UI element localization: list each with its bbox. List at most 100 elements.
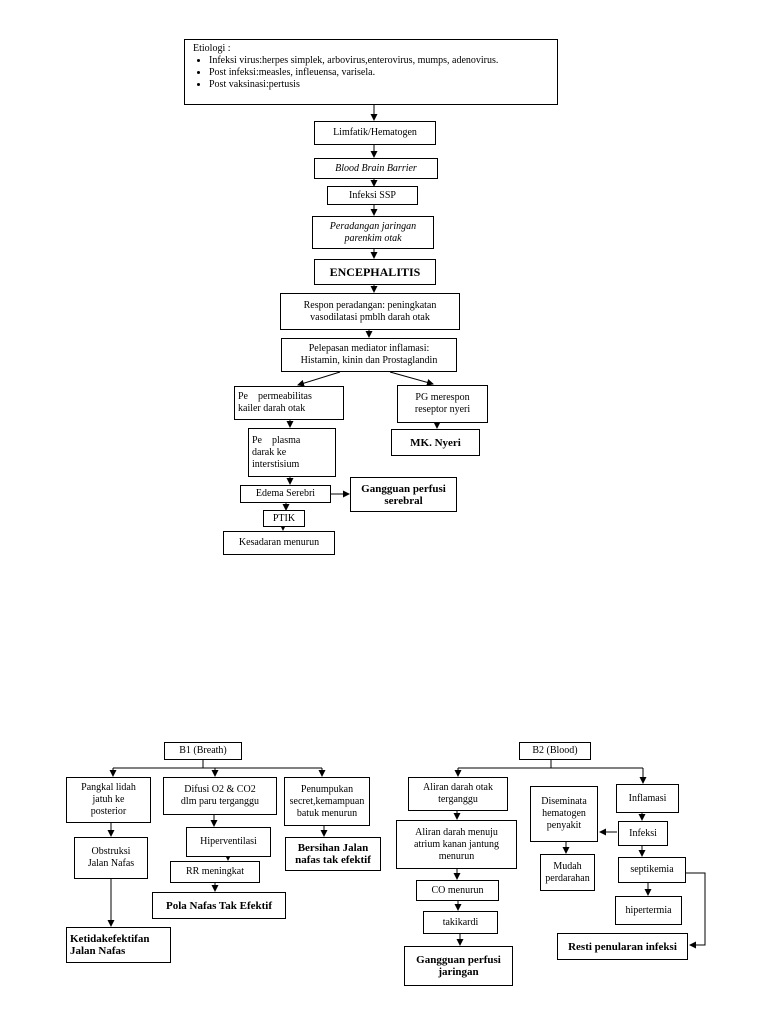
mk-nyeri-box: MK. Nyeri	[391, 429, 480, 456]
difusi-line-1: Difusi O2 & CO2	[184, 784, 256, 795]
mk-nyeri-label: MK. Nyeri	[410, 436, 461, 449]
plasma-line-1: Pe plasma	[252, 434, 301, 446]
aliran-darah-otak-box: Aliran darah otak terganggu	[408, 777, 508, 811]
diseminata-line-2: hematogen	[542, 808, 586, 819]
bersihan-line-1: Bersihan Jalan	[297, 842, 369, 854]
etiologi-item: Post infeksi:measles, infleuensa, varise…	[209, 67, 549, 79]
b2-blood-header: B2 (Blood)	[519, 742, 591, 760]
plasma-line-3: interstisium	[252, 458, 300, 470]
respon-peradangan-box: Respon peradangan: peningkatan vasodilat…	[280, 293, 460, 330]
pg-merespon-box: PG merespon reseptor nyeri	[397, 385, 488, 423]
b1-header-label: B1 (Breath)	[179, 745, 227, 756]
blood-brain-barrier-box: Blood Brain Barrier	[314, 158, 438, 179]
takikardi-label: takikardi	[442, 916, 479, 928]
b2-header-label: B2 (Blood)	[532, 745, 578, 756]
obstruksi-jalan-nafas-box: Obstruksi Jalan Nafas	[74, 837, 148, 879]
encephalitis-box: ENCEPHALITIS	[314, 259, 436, 285]
edema-serebri-label: Edema Serebri	[255, 488, 316, 499]
diseminata-line-1: Diseminata	[541, 796, 587, 807]
ketidak-line-2: Jalan Nafas	[70, 945, 126, 957]
co-menurun-label: CO menurun	[431, 884, 484, 896]
pangkal-line-2: jatuh ke	[92, 794, 125, 805]
aliran-atrium-line-2: atrium kanan jantung	[414, 838, 499, 850]
respon-line-2: vasodilatasi pmblh darah otak	[310, 311, 430, 323]
gangguan-perfusi-jaringan-box: Gangguan perfusi jaringan	[404, 946, 513, 986]
pangkal-line-3: posterior	[90, 806, 127, 817]
rr-meningkat-box: RR meningkat	[170, 861, 260, 883]
ptik-label: PTIK	[272, 512, 296, 524]
plasma-line-2: darak ke	[252, 446, 287, 458]
infeksi-ssp-label: Infeksi SSP	[349, 189, 396, 201]
pg-line-1: PG merespon	[415, 392, 470, 403]
pangkal-line-1: Pangkal lidah	[81, 782, 136, 793]
limfatik-hematogen-box: Limfatik/Hematogen	[314, 121, 436, 145]
hipertermia-label: hipertermia	[625, 904, 672, 916]
etiologi-item: Infeksi virus:herpes simplek, arbovirus,…	[209, 55, 549, 67]
ptik-box: PTIK	[263, 510, 305, 527]
diseminata-hematogen-box: Diseminata hematogen penyakit	[530, 786, 598, 842]
pelepasan-line-2: Histamin, kinin dan Prostaglandin	[300, 355, 438, 366]
aliran-atrium-line-3: menurun	[438, 850, 475, 862]
septikemia-box: septikemia	[618, 857, 686, 883]
takikardi-box: takikardi	[423, 911, 498, 934]
inflamasi-label: Inflamasi	[628, 792, 667, 804]
hiperventilasi-label: Hiperventilasi	[200, 836, 257, 847]
blood-brain-barrier-label: Blood Brain Barrier	[335, 162, 417, 174]
gangguan-serebral-line-1: Gangguan perfusi	[361, 482, 446, 495]
etiologi-item: Post vaksinasi:pertusis	[209, 79, 549, 91]
plasma-box: Pe plasma darak ke interstisium	[248, 428, 336, 477]
pangkal-lidah-box: Pangkal lidah jatuh ke posterior	[66, 777, 151, 823]
etiologi-box: Etiologi : Infeksi virus:herpes simplek,…	[184, 39, 558, 105]
ketidakefektifan-box: Ketidakefektifan Jalan Nafas	[66, 927, 171, 963]
edema-serebri-box: Edema Serebri	[240, 485, 331, 503]
aliran-atrium-box: Aliran darah menuju atrium kanan jantung…	[396, 820, 517, 869]
bersihan-line-2: nafas tak efektif	[295, 854, 371, 866]
rr-meningkat-label: RR meningkat	[185, 866, 245, 877]
hiperventilasi-box: Hiperventilasi	[186, 827, 271, 857]
resti-label: Resti penularan infeksi	[568, 940, 677, 953]
respon-line-1: Respon peradangan: peningkatan	[303, 299, 437, 311]
permeabilitas-box: Pe permeabilitas kailer darah otak	[234, 386, 344, 420]
penumpukan-line-2: secret,kemampuan	[289, 795, 365, 807]
mudah-perdarahan-box: Mudah perdarahan	[540, 854, 595, 891]
encephalitis-label: ENCEPHALITIS	[329, 265, 421, 279]
infeksi-ssp-box: Infeksi SSP	[327, 186, 418, 205]
gangguan-jaringan-line-2: jaringan	[438, 966, 479, 978]
hipertermia-box: hipertermia	[615, 896, 682, 925]
penumpukan-secret-box: Penumpukan secret,kemampuan batuk menuru…	[284, 777, 370, 826]
etiologi-title: Etiologi :	[193, 43, 231, 54]
penumpukan-line-3: batuk menurun	[296, 807, 358, 819]
bersihan-jalan-nafas-box: Bersihan Jalan nafas tak efektif	[285, 837, 381, 871]
septikemia-label: septikemia	[630, 864, 674, 875]
permeabilitas-line-2: kailer darah otak	[238, 403, 306, 414]
peradangan-jaringan-box: Peradangan jaringan parenkim otak	[312, 216, 434, 249]
gangguan-serebral-line-2: serebral	[384, 494, 423, 507]
co-menurun-box: CO menurun	[416, 880, 499, 901]
aliran-otak-line-2: terganggu	[438, 794, 478, 805]
peradangan-line-2: parenkim otak	[344, 232, 402, 244]
obstruksi-line-2: Jalan Nafas	[87, 858, 135, 869]
difusi-line-2: dlm paru terganggu	[180, 796, 260, 807]
gangguan-jaringan-line-1: Gangguan perfusi	[416, 954, 501, 966]
aliran-otak-line-1: Aliran darah otak	[423, 782, 493, 793]
mudah-line-1: Mudah	[553, 860, 582, 872]
pelepasan-line-1: Pelepasan mediator inflamasi:	[308, 343, 430, 354]
ketidak-line-1: Ketidakefektifan	[70, 933, 150, 945]
pg-line-2: reseptor nyeri	[414, 404, 471, 415]
gangguan-perfusi-serebral-box: Gangguan perfusi serebral	[350, 477, 457, 512]
pola-nafas-label: Pola Nafas Tak Efektif	[165, 899, 273, 912]
resti-penularan-infeksi-box: Resti penularan infeksi	[557, 933, 688, 960]
difusi-box: Difusi O2 & CO2 dlm paru terganggu	[163, 777, 277, 815]
limfatik-hematogen-label: Limfatik/Hematogen	[333, 127, 417, 138]
diseminata-line-3: penyakit	[546, 820, 582, 831]
etiologi-list: Infeksi virus:herpes simplek, arbovirus,…	[193, 55, 549, 91]
permeabilitas-line-1: Pe permeabilitas	[238, 391, 312, 402]
aliran-atrium-line-1: Aliran darah menuju	[415, 826, 498, 838]
b1-breath-header: B1 (Breath)	[164, 742, 242, 760]
pola-nafas-box: Pola Nafas Tak Efektif	[152, 892, 286, 919]
mudah-line-2: perdarahan	[545, 872, 590, 884]
obstruksi-line-1: Obstruksi	[91, 846, 131, 857]
kesadaran-menurun-label: Kesadaran menurun	[238, 537, 320, 548]
penumpukan-line-1: Penumpukan	[300, 783, 354, 795]
peradangan-line-1: Peradangan jaringan	[329, 220, 417, 232]
